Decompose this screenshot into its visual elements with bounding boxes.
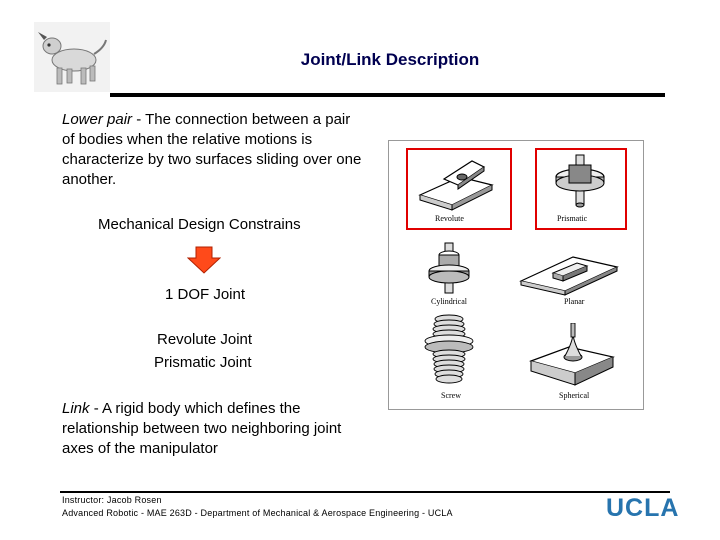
revolute-joint-icon — [418, 160, 494, 211]
lower-pair-term: Lower pair — [62, 111, 133, 128]
prismatic-joint-icon — [555, 154, 605, 208]
link-text: - A rigid body which defines the relatio… — [62, 400, 342, 457]
joint-types-figure: Revolute Prismatic Cylindrical Planar — [388, 140, 644, 410]
screw-joint-icon — [424, 314, 474, 384]
revolute-label: Revolute — [435, 214, 464, 223]
link-term: Link — [62, 400, 90, 417]
footer-instructor: Instructor: Jacob Rosen — [62, 495, 162, 505]
planar-joint-icon — [519, 256, 619, 296]
lower-pair-definition: Lower pair - The connection between a pa… — [62, 110, 362, 190]
spherical-joint-icon — [529, 323, 615, 386]
constraints-heading: Mechanical Design Constrains — [98, 216, 301, 233]
prismatic-highlight — [535, 148, 627, 230]
cylindrical-joint-icon — [428, 242, 470, 294]
planar-label: Planar — [564, 297, 585, 306]
robot-dog-logo-icon — [34, 22, 110, 92]
title-divider — [110, 93, 665, 97]
ucla-logo: UCLA — [606, 494, 680, 522]
prismatic-label: Prismatic — [557, 214, 588, 223]
slide-title: Joint/Link Description — [300, 50, 480, 69]
spherical-label: Spherical — [559, 391, 590, 400]
down-arrow-icon — [187, 246, 221, 274]
link-definition: Link - A rigid body which defines the re… — [62, 399, 347, 459]
screw-label: Screw — [441, 391, 461, 400]
lower-pair-text: - The connection between a pair of bodie… — [62, 111, 362, 188]
footer-course: Advanced Robotic - MAE 263D - Department… — [62, 508, 453, 518]
revolute-joint-label: Revolute Joint — [157, 331, 253, 348]
footer-divider — [60, 491, 670, 493]
prismatic-joint-label: Prismatic Joint — [154, 354, 252, 371]
revolute-highlight — [406, 148, 512, 230]
cylindrical-label: Cylindrical — [431, 297, 467, 306]
dof-joint-label: 1 DOF Joint — [165, 286, 246, 303]
